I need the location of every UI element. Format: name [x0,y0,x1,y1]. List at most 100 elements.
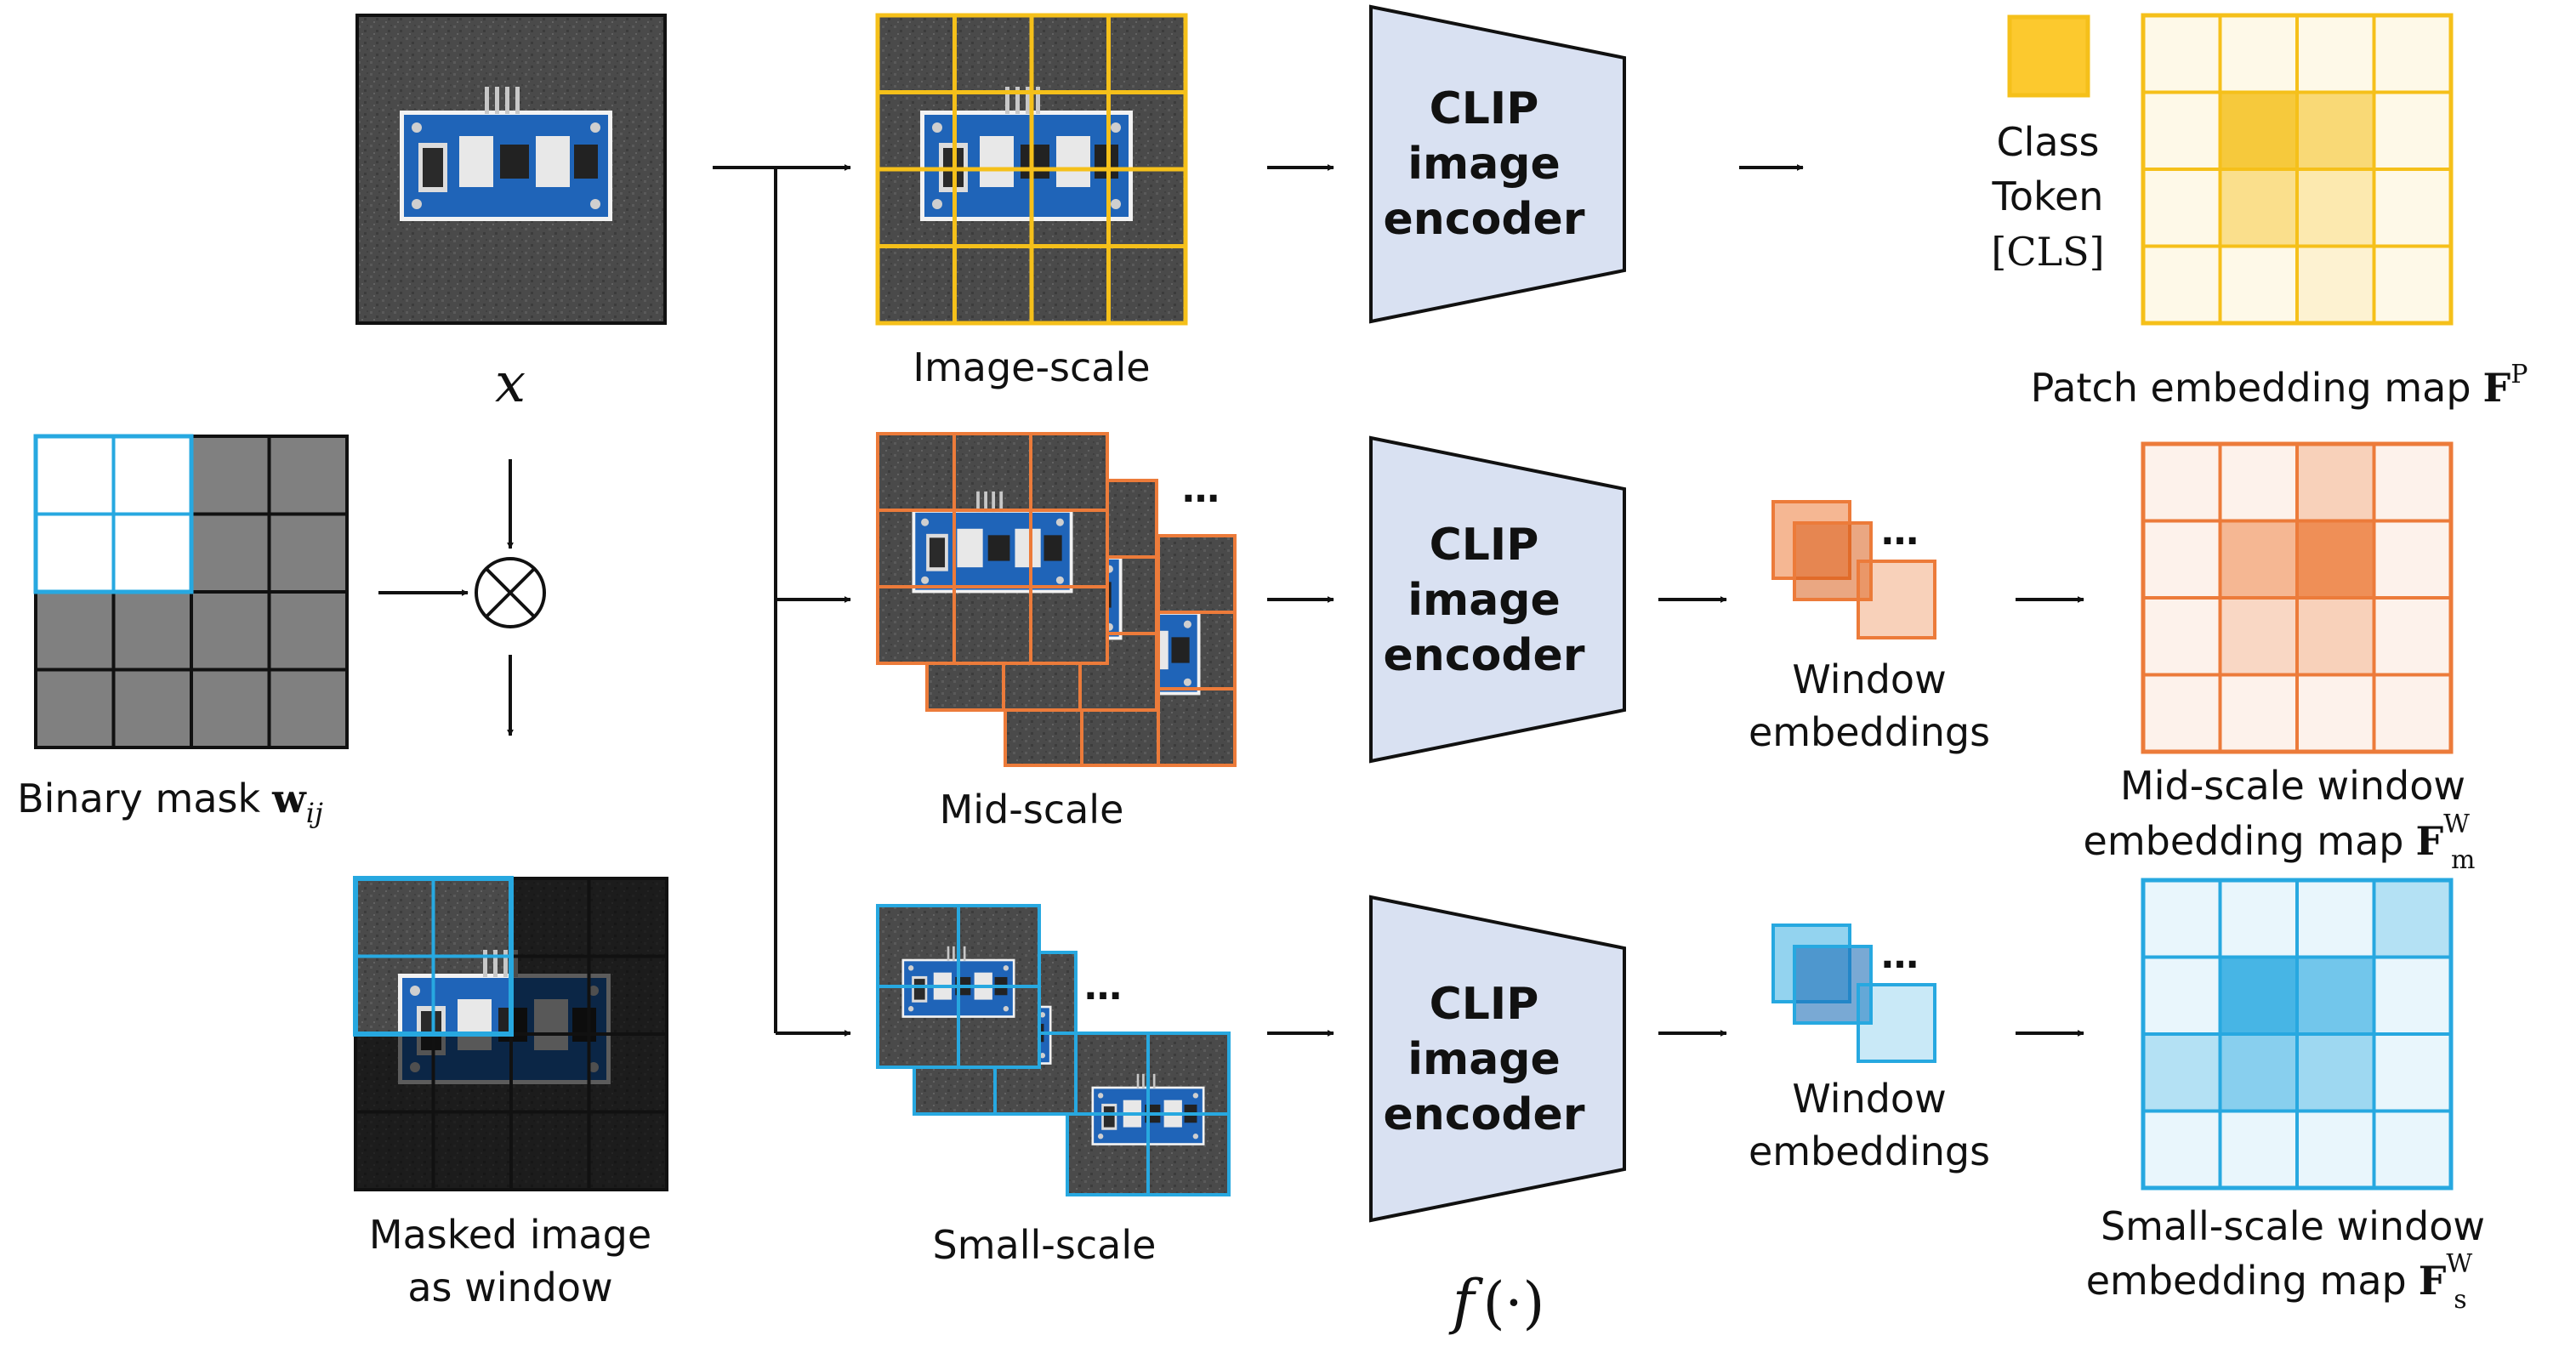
svg-text:CLIP: CLIP [1430,979,1539,1030]
mask-cell [111,668,193,749]
map-cell [2141,596,2222,677]
svg-text:image: image [1407,1034,1561,1085]
small-window-label-line2: embeddings [1749,1128,1990,1174]
mid-scale-window-embedding-map [2141,441,2454,754]
map-cell [2295,168,2376,248]
mid-window-label-line1: Window [1792,656,1946,702]
map-cell [2141,442,2222,523]
input-image [355,14,667,325]
mask-window-outline [33,434,194,594]
map-cell [2141,14,2222,94]
class-token-square [2007,14,2090,98]
image-scale-label: Image-scale [913,344,1150,390]
masked-grid-cell [587,1110,668,1191]
map-cell [2218,596,2299,677]
map-cell [2295,955,2376,1036]
small-window-embeddings [1771,924,1936,1063]
patch-embedding-map [2141,13,2454,326]
map-cell [2295,596,2376,677]
mid-scale-label: Mid-scale [940,787,1124,833]
map-cell [2295,673,2376,753]
mask-cell [190,435,271,516]
image-scale-grid [875,13,1188,326]
mask-cell [111,590,193,672]
map-cell [2218,442,2299,523]
class-token-label-line1: Class [1996,119,2099,165]
map-cell [2141,1032,2222,1113]
map-cell [2141,673,2222,753]
svg-text:CLIP: CLIP [1430,520,1539,571]
svg-text:encoder: encoder [1384,194,1585,245]
map-cell [2218,1109,2299,1190]
mask-cell [34,590,116,672]
map-cell [2218,1032,2299,1113]
map-cell [2141,244,2222,325]
stack-cell [1029,585,1109,665]
map-cell [2218,90,2299,171]
map-cell [2218,673,2299,753]
class-token-label-line3: [CLS] [1991,229,2104,275]
class-token-label-line2: Token [1992,173,2104,219]
map-cell [2295,90,2376,171]
clip-encoder-image-scale: CLIP image encoder [1369,4,1626,324]
svg-text:encoder: encoder [1384,1089,1585,1140]
map-cell [2372,168,2453,248]
binary-mask-grid [33,434,349,749]
map-cell [2372,955,2453,1036]
map-cell [2372,673,2453,753]
mask-cell [34,435,116,516]
map-cell [2141,878,2222,959]
small-scale-stack [876,904,1231,1196]
stack-cell [1078,632,1158,712]
map-cell [2372,878,2453,959]
mid-window-label-line2: embeddings [1749,709,1990,755]
small-window-label-line1: Window [1792,1076,1946,1122]
masked-image-label-line2: as window [407,1265,612,1310]
map-cell [2218,519,2299,600]
map-cell [2295,1032,2376,1113]
mask-cell [190,512,271,594]
map-cell [2372,1032,2453,1113]
mid-window-embeddings [1771,500,1936,639]
svg-text:CLIP: CLIP [1430,83,1539,134]
map-cell [2295,1109,2376,1190]
small-scale-ellipsis: … [1084,965,1122,1009]
map-cell [2372,14,2453,94]
map-outline [2141,13,2454,326]
mask-cell [190,590,271,672]
stack-cell [1157,687,1237,767]
map-outline [2141,441,2454,754]
map-cell [2372,90,2453,171]
map-cell [2372,596,2453,677]
small-window-ellipsis: … [1881,934,1919,977]
mask-cell [34,512,116,594]
map-cell [2218,878,2299,959]
map-cell [2295,519,2376,600]
svg-text:image: image [1407,575,1561,626]
mask-cell [111,512,193,594]
mask-cell [267,668,349,749]
encoder-function-symbol: f(·) [1448,1267,1544,1337]
clip-encoder-mid-scale: CLIP image encoder [1369,435,1626,764]
mid-window-ellipsis: … [1881,510,1919,554]
map-cell [2141,1109,2222,1190]
mid-scale-ellipsis: … [1182,468,1220,511]
svg-text:encoder: encoder [1384,630,1585,681]
map-cell [2372,1109,2453,1190]
input-image-symbol: x [495,352,526,415]
map-cell [2141,955,2222,1036]
map-cell [2295,14,2376,94]
map-cell [2218,955,2299,1036]
map-cell [2372,519,2453,600]
branch-connectors [713,166,777,1033]
map-cell [2141,90,2222,171]
image-scale-cell [1106,244,1188,326]
map-cell [2295,244,2376,325]
mask-cell [111,435,193,516]
multiply-operator [475,557,546,628]
